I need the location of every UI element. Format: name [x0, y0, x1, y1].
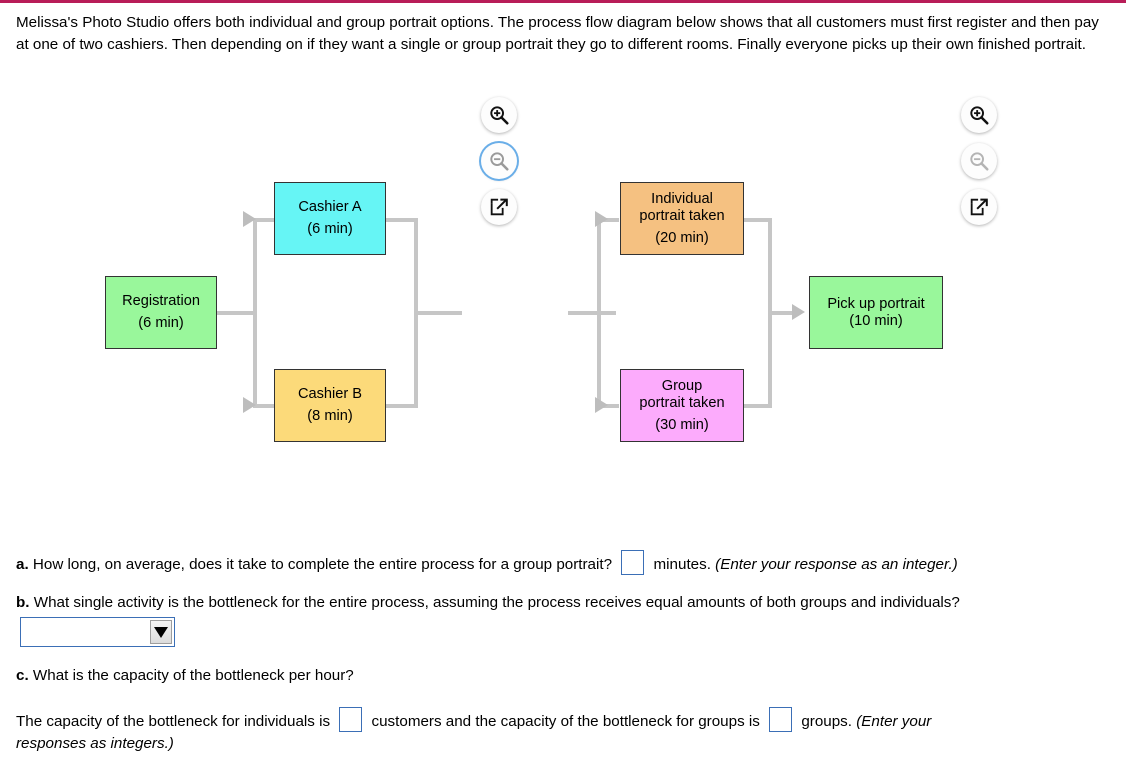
connector-to-individual [597, 218, 619, 222]
question-a-hint: (Enter your response as an integer.) [715, 556, 958, 573]
process-flow-diagram: Registration (6 min) Cashier A (6 min) C… [0, 90, 1126, 470]
question-c-sentence-3: groups. [801, 713, 852, 730]
question-c-sentence-2: customers and the capacity of the bottle… [371, 713, 760, 730]
connector-to-cashier-b [253, 404, 275, 408]
question-c-hint-2: responses as integers.) [16, 735, 174, 752]
node-group-portrait-label-1: Group [661, 377, 703, 394]
node-cashier-b-label: Cashier B [297, 386, 363, 402]
node-pick-up-portrait[interactable]: Pick up portrait (10 min) [809, 276, 943, 349]
arrowhead-to-pickup [792, 304, 805, 320]
question-c-answer-line: The capacity of the bottleneck for indiv… [16, 707, 1076, 755]
node-cashier-a-duration: (6 min) [307, 221, 353, 237]
node-group-portrait-label-2: portrait taken [639, 394, 725, 411]
zoom-in-icon-right[interactable] [961, 97, 997, 133]
question-b-text: What single activity is the bottleneck f… [33, 594, 960, 611]
question-c-label: c. [16, 667, 29, 684]
question-c-text: What is the capacity of the bottleneck p… [32, 667, 354, 684]
node-group-portrait-duration: (30 min) [655, 416, 709, 433]
expand-icon-right[interactable] [961, 189, 997, 225]
node-pick-up-portrait-duration: (10 min) [849, 312, 903, 329]
question-c-hint-1: (Enter your [856, 713, 932, 730]
node-registration[interactable]: Registration (6 min) [105, 276, 217, 349]
connector-split-vertical [253, 218, 257, 408]
node-pick-up-portrait-label: Pick up portrait [827, 295, 925, 312]
node-cashier-b[interactable]: Cashier B (8 min) [274, 369, 386, 442]
question-b-dropdown[interactable] [20, 617, 175, 647]
zoom-in-icon-left[interactable] [481, 97, 517, 133]
question-b-label: b. [16, 594, 30, 611]
problem-statement: Melissa's Photo Studio offers both indiv… [16, 14, 1099, 53]
node-cashier-a[interactable]: Cashier A (6 min) [274, 182, 386, 255]
connector-cashier-a-out [386, 218, 418, 222]
expand-icon-glyph [490, 198, 508, 216]
question-c: c. What is the capacity of the bottlenec… [16, 665, 1116, 687]
node-group-portrait[interactable]: Group portrait taken (30 min) [620, 369, 744, 442]
arrowhead-to-individual [595, 211, 608, 227]
node-individual-portrait[interactable]: Individual portrait taken (20 min) [620, 182, 744, 255]
question-b: b. What single activity is the bottlenec… [16, 592, 1116, 614]
page-top-rule [0, 0, 1126, 3]
node-registration-label: Registration [122, 293, 200, 309]
question-a-input[interactable] [621, 550, 645, 575]
expand-icon-left[interactable] [481, 189, 517, 225]
question-c-sentence-1: The capacity of the bottleneck for indiv… [16, 713, 331, 730]
question-c-input-individuals[interactable] [339, 707, 363, 732]
node-cashier-a-label: Cashier A [298, 199, 362, 215]
arrowhead-to-group [595, 397, 608, 413]
question-a: a. How long, on average, does it take to… [16, 550, 1116, 576]
zoom-in-icon-glyph [490, 106, 509, 125]
connector-to-cashier-a [253, 218, 275, 222]
connector-split-vertical-right [597, 218, 601, 408]
connector-left-panel-exit [414, 311, 462, 315]
question-c-input-groups[interactable] [769, 707, 793, 732]
node-cashier-b-duration: (8 min) [307, 408, 353, 424]
connector-individual-out [744, 218, 772, 222]
connector-group-out [744, 404, 772, 408]
node-individual-portrait-duration: (20 min) [655, 229, 709, 246]
caret-glyph [154, 626, 168, 638]
arrowhead-to-cashier-b [243, 397, 256, 413]
connector-registration-out [217, 311, 257, 315]
connector-right-panel-entry [568, 311, 616, 315]
chevron-down-icon[interactable] [150, 620, 172, 644]
connector-to-group [597, 404, 619, 408]
zoom-out-icon-glyph [970, 152, 989, 171]
arrowhead-to-cashier-a [243, 211, 256, 227]
question-a-unit: minutes. [653, 556, 711, 573]
node-individual-portrait-label-2: portrait taken [639, 207, 725, 224]
zoom-out-icon-right[interactable] [961, 143, 997, 179]
question-a-label: a. [16, 556, 29, 573]
node-individual-portrait-label-1: Individual [651, 190, 713, 207]
connector-cashier-b-out [386, 404, 418, 408]
question-a-text: How long, on average, does it take to co… [32, 556, 613, 573]
zoom-out-icon-left[interactable] [481, 143, 517, 179]
zoom-out-icon-glyph [490, 152, 509, 171]
connector-to-pickup [768, 311, 796, 315]
node-registration-duration: (6 min) [138, 315, 184, 331]
zoom-in-icon-glyph [970, 106, 989, 125]
expand-icon-glyph [970, 198, 988, 216]
question-b-dropdown-value [21, 618, 150, 646]
